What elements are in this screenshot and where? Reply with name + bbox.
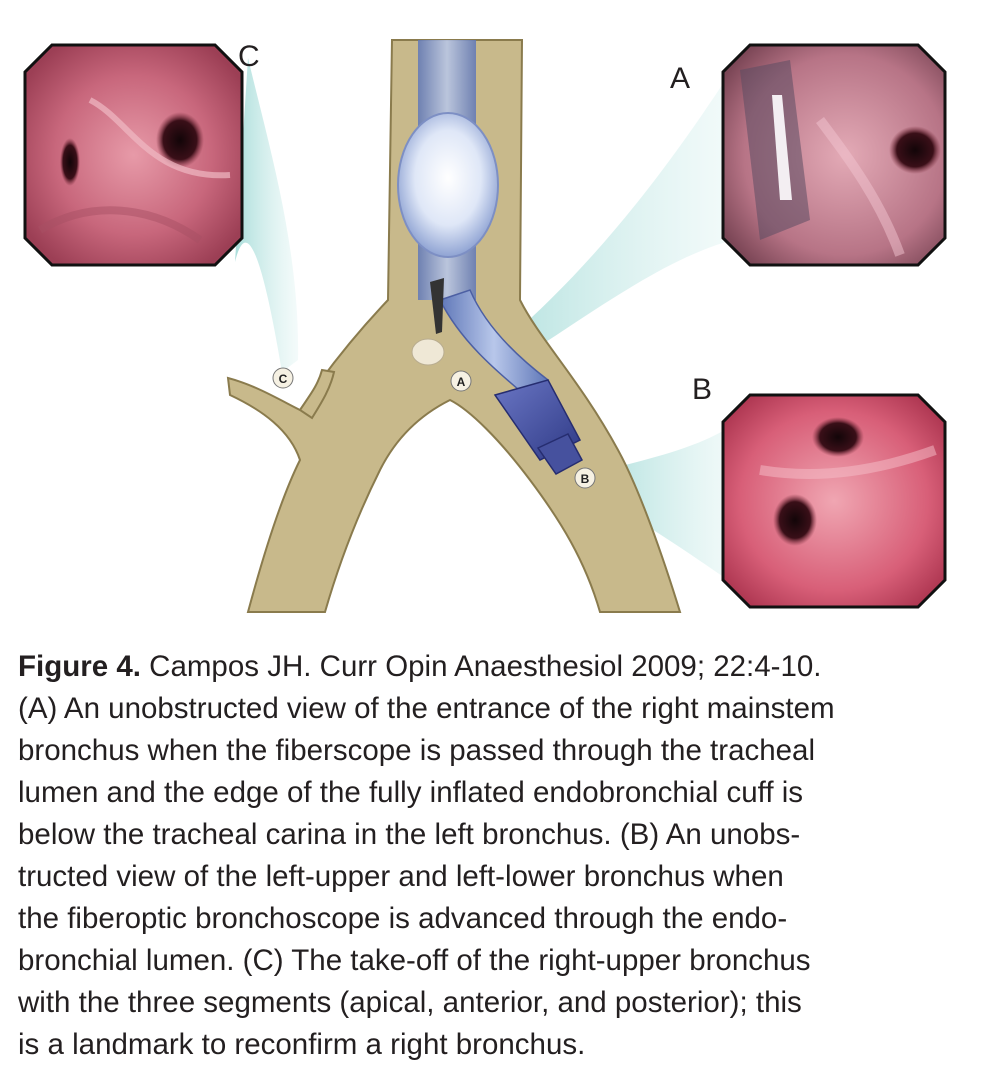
double-lumen-tube — [397, 40, 584, 475]
panel-label-c: C — [238, 40, 260, 73]
marker-a: A — [450, 370, 472, 392]
trachea-and-bronchi — [226, 39, 682, 613]
marker-c: C — [272, 367, 294, 389]
airway-diagram: C A B — [23, 39, 947, 613]
panel-label-a: A — [670, 62, 691, 95]
marker-a-label: A — [457, 375, 466, 389]
caption-line-9: with the three segments (apical, anterio… — [18, 986, 802, 1019]
figure-caption: Figure 4. Campos JH. Curr Opin Anaesthes… — [18, 646, 950, 1066]
caption-line-5: below the tracheal carina in the left br… — [18, 818, 801, 851]
view-panel-b — [721, 393, 947, 609]
panel-label-b: B — [692, 373, 713, 406]
caption-line-7: the fiberoptic bronchoscope is advanced … — [18, 902, 788, 935]
marker-b-label: B — [581, 472, 590, 486]
caption-line-2: (A) An unobstructed view of the entrance… — [18, 692, 835, 725]
figure-label: Figure 4. — [18, 650, 141, 683]
caption-line-4: lumen and the edge of the fully inflated… — [18, 776, 804, 809]
view-panel-c — [23, 43, 244, 267]
caption-line-8: bronchial lumen. (C) The take-off of the… — [18, 944, 811, 977]
view-panel-a — [721, 43, 947, 267]
caption-line-6: tructed view of the left-upper and left-… — [18, 860, 784, 893]
marker-c-label: C — [279, 372, 288, 386]
bronchoscopy-illustration: C A B C — [23, 39, 947, 613]
caption-line-10: is a landmark to reconfirm a right bronc… — [18, 1028, 586, 1061]
view-beams — [235, 58, 742, 590]
caption-citation: Campos JH. Curr Opin Anaesthesiol 2009; … — [140, 650, 822, 683]
caption-line-3: bronchus when the fiberscope is passed t… — [18, 734, 816, 767]
caption-line-1: Figure 4. Campos JH. Curr Opin Anaesthes… — [18, 646, 950, 688]
marker-b: B — [574, 467, 596, 489]
